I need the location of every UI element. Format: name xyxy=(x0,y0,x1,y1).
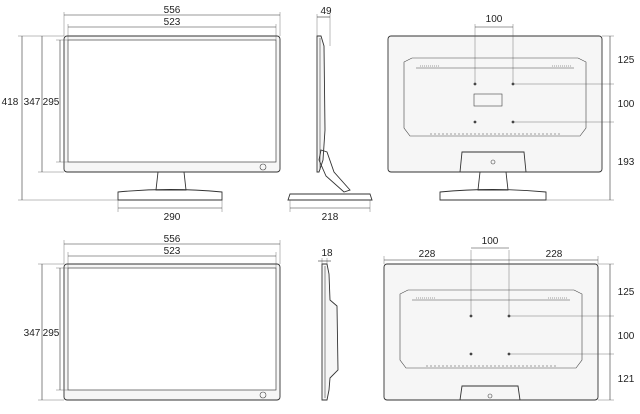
rear-panel-right-to-vesa-label: 228 xyxy=(546,249,563,260)
rear-vesa-to-bottom-label: 193 xyxy=(618,157,635,168)
front-overall-height-label: 418 xyxy=(2,97,19,108)
side-view-panel: 18 xyxy=(318,248,339,401)
front-panel-screen-width-label: 523 xyxy=(164,246,181,257)
rear-panel-left-to-vesa-label: 228 xyxy=(419,249,436,260)
front-view-panel: 556 523 347 295 xyxy=(24,234,281,401)
rear-vesa-width-label: 100 xyxy=(486,14,503,25)
side-base-depth-label: 218 xyxy=(322,212,339,223)
front-screen-width-label: 523 xyxy=(164,17,181,28)
rear-panel-vesa-height-label: 100 xyxy=(618,331,635,342)
rear-panel-top-to-vesa-label: 125 xyxy=(618,287,635,298)
side-panel-depth-label: 18 xyxy=(321,248,333,259)
front-panel-overall-width-label: 556 xyxy=(164,234,181,245)
rear-view-with-stand: 100 125 100 193 xyxy=(387,14,635,201)
front-panel-screen-height-label: 295 xyxy=(43,328,60,339)
front-base-width-label: 290 xyxy=(164,212,181,223)
rear-top-to-vesa-label: 125 xyxy=(618,55,635,66)
rear-panel-vesa-to-bottom-label: 121 xyxy=(618,374,635,385)
front-panel-height-label: 347 xyxy=(24,97,41,108)
front-panel-height-label: 347 xyxy=(24,328,41,339)
rear-view-panel: 228 100 228 125 100 121 xyxy=(383,236,635,401)
front-screen-height-label: 295 xyxy=(43,97,60,108)
side-depth-label: 49 xyxy=(320,6,332,17)
side-view-with-stand: 49 218 xyxy=(287,6,373,223)
front-view-with-stand: 556 523 418 347 295 290 xyxy=(2,5,281,223)
front-overall-width-label: 556 xyxy=(164,5,181,16)
rear-vesa-height-label: 100 xyxy=(618,99,635,110)
rear-panel-vesa-width-label: 100 xyxy=(482,236,499,247)
